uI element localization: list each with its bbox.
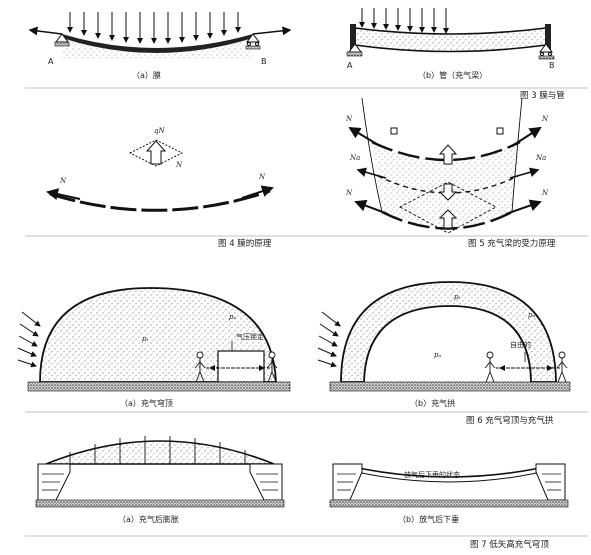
fig3b-label-a: A [347,61,353,70]
fig5-label-n-tr: N [542,115,549,123]
fig5-label-n-bl: N [346,189,353,197]
fig3-title: 图 3 膜与管 [520,91,565,101]
fig7b-deflated-dome [329,463,569,508]
fig7b-caption: （b）放气后下垂 [398,515,460,524]
fig6-title: 图 6 充气穹顶与充气拱 [466,416,554,426]
fig6a-label-pa: pₐ [229,313,237,321]
fig4-membrane-principle [46,139,274,212]
fig5-beam-forces [348,97,542,234]
fig7b-state-label: 放气后下垂的状态 [404,471,460,479]
fig4-label-n-left: N [60,177,67,185]
fig6b-label-pi: pᵢ [454,293,460,301]
fig3a-label-b: B [261,57,267,66]
fig6b-label-pa-outer: pₐ [528,311,536,319]
fig6a-dome [17,287,291,392]
fig7a-caption: （a）充气后膨胀 [118,515,179,524]
fig5-label-na-left: Na [350,154,361,162]
fig6b-arch [317,281,571,392]
fig3b-label-b: B [549,61,555,70]
fig5-label-n-tl: N [346,115,353,123]
fig3a-caption: （a）膜 [132,71,161,80]
fig5-label-na-right: Na [536,154,547,162]
fig4-label-n-right: N [259,173,266,181]
fig4-label-n-center: N [176,161,183,169]
fig6a-caption: （a）充气穹顶 [120,399,173,408]
fig3a-label-a: A [48,57,54,66]
fig6b-caption: （b）充气拱 [410,399,456,408]
fig3b-caption: （b）管（充气梁） [418,71,488,80]
fig6a-label-pi: pᵢ [142,335,148,343]
fig6a-callout-pressure: 气压锁定 [236,333,264,341]
fig7a-inflated-dome [35,436,285,508]
fig5-title: 图 5 充气梁的受力原理 [468,239,556,249]
fig5-label-n-br: N [542,189,549,197]
fig7-title: 图 7 低矢高充气穹顶 [470,540,549,550]
fig6b-label-pa-inner: pₐ [434,351,442,359]
fig6b-callout-free: 自由的 [510,341,531,349]
fig3b-tube [346,8,555,60]
fig4-title: 图 4 膜的原理 [218,239,272,249]
fig3a-membrane [28,12,292,58]
fig4-label-qn: qN [154,127,165,135]
